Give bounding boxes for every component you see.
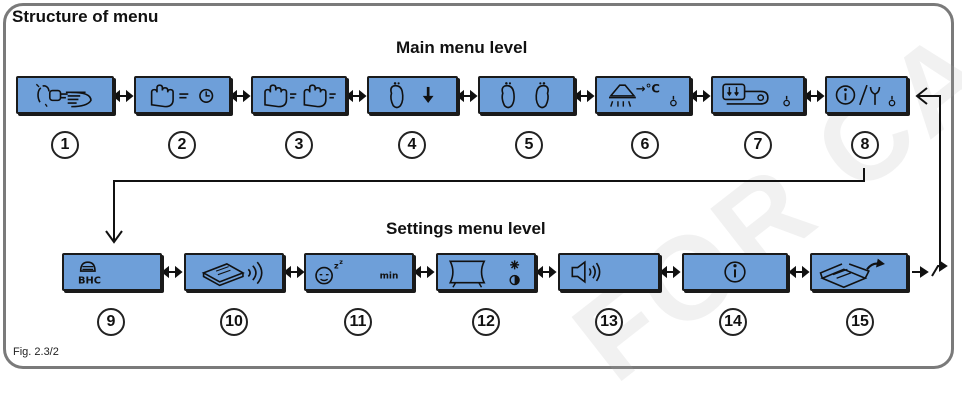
wireless-device-icon — [201, 261, 263, 287]
svg-text:z: z — [334, 261, 339, 270]
item-number-badge: 3 — [285, 131, 313, 159]
main-menu-item-3 — [251, 76, 347, 114]
two-hands-icon — [264, 84, 336, 108]
double-arrow-icon — [803, 89, 825, 103]
double-arrow-icon — [573, 89, 595, 103]
double-arrow-icon — [345, 89, 367, 103]
double-arrow-icon — [229, 89, 251, 103]
double-arrow-icon — [456, 89, 478, 103]
double-arrow-icon — [535, 265, 557, 279]
sleep-timer-icon: z z min — [315, 259, 399, 285]
open-box-icon — [819, 258, 885, 289]
settings-menu-item-9: BHC — [62, 253, 162, 291]
diagram-frame — [3, 3, 954, 369]
double-arrow-icon — [788, 265, 810, 279]
foot-down-icon — [390, 82, 434, 109]
svg-text:min: min — [380, 271, 399, 281]
settings-menu-item-13 — [558, 253, 660, 291]
flow-line-8-to-9 — [113, 168, 865, 240]
settings-menu-item-11: z z min — [304, 253, 414, 291]
main-menu-item-4 — [367, 76, 458, 114]
main-menu-item-2 — [134, 76, 231, 114]
double-arrow-icon — [161, 265, 183, 279]
hand-pointing-icon — [35, 83, 92, 108]
main-menu-item-6: →°C — [595, 76, 691, 114]
item-number-badge: 10 — [220, 308, 248, 336]
item-number-badge: 4 — [398, 131, 426, 159]
speaker-volume-icon — [571, 260, 601, 284]
item-number-badge: 1 — [51, 131, 79, 159]
diagram-title: Structure of menu — [12, 7, 159, 26]
main-menu-item-5 — [478, 76, 575, 114]
info-tools-icon — [835, 84, 896, 107]
double-arrow-icon — [659, 265, 681, 279]
item-number-badge: 15 — [846, 308, 874, 336]
item-number-badge: 12 — [472, 308, 500, 336]
settings-menu-item-14 — [682, 253, 788, 291]
temperature-icon: →°C — [609, 81, 677, 107]
settings-menu-item-15 — [810, 253, 908, 291]
connector-lines — [105, 87, 948, 279]
main-menu-item-1 — [16, 76, 114, 114]
svg-text:BHC: BHC — [78, 276, 101, 287]
item-number-badge: 11 — [344, 308, 372, 336]
info-icon — [724, 261, 746, 283]
item-number-badge: 9 — [97, 308, 125, 336]
main-level-label: Main menu level — [396, 38, 528, 57]
svg-text:z: z — [339, 259, 343, 266]
item-number-badge: 8 — [851, 131, 879, 159]
flow-line-15-to-8 — [918, 95, 941, 262]
double-arrow-icon — [112, 89, 134, 103]
svg-text:→°C: →°C — [636, 81, 660, 95]
settings-menu-item-12 — [436, 253, 536, 291]
item-number-badge: 2 — [168, 131, 196, 159]
double-arrow-icon — [283, 265, 305, 279]
two-feet-icon — [501, 82, 549, 109]
item-number-badge: 6 — [631, 131, 659, 159]
item-number-badge: 7 — [744, 131, 772, 159]
double-arrow-icon — [413, 265, 435, 279]
item-number-badge: 14 — [719, 308, 747, 336]
settings-level-label: Settings menu level — [386, 219, 546, 238]
display-brightness-icon — [448, 260, 520, 288]
return-arrow-icon — [912, 260, 948, 278]
figure-caption: Fig. 2.3/2 — [13, 346, 59, 358]
item-number-badge: 5 — [515, 131, 543, 159]
main-menu-item-8 — [825, 76, 908, 114]
main-menu-item-7 — [711, 76, 805, 114]
item-number-badge: 13 — [595, 308, 623, 336]
settings-menu-item-10 — [184, 253, 284, 291]
double-arrow-icon — [689, 89, 711, 103]
hand-clock-icon — [150, 84, 214, 108]
download-card-icon — [722, 83, 790, 107]
bhc-icon: BHC — [78, 261, 101, 287]
